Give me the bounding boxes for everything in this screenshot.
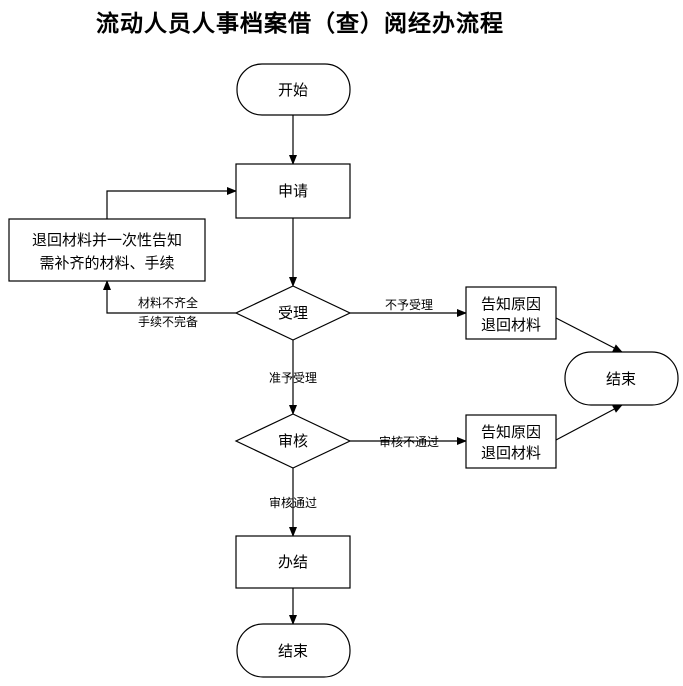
return-notice-line2: 需补齐的材料、手续 (39, 254, 174, 272)
edge-review-reject-end (555, 404, 623, 441)
end-bottom-label: 结束 (278, 642, 308, 660)
apply-label: 申请 (278, 182, 308, 200)
edge-label-not-accepted: 不予受理 (385, 298, 433, 312)
review-decision (234, 413, 352, 469)
edge-label-review-passed: 审核通过 (269, 495, 317, 510)
end-bottom-terminal (236, 623, 351, 678)
end-right-label: 结束 (606, 370, 636, 388)
complete-label: 办结 (278, 553, 308, 571)
return-notice-line1: 退回材料并一次性告知 (32, 231, 182, 249)
page-title: 流动人员人事档案借（查）阅经办流程 (96, 10, 504, 37)
edge-accept-return (103, 280, 236, 314)
review-reject-box (465, 414, 557, 469)
review-reject-line2: 退回材料 (481, 444, 541, 462)
accept-decision (234, 285, 352, 341)
start-terminal (236, 63, 351, 116)
return-notice-box (8, 218, 206, 282)
reject-notice-line2: 退回材料 (481, 316, 541, 334)
edge-label-accepted: 准予受理 (269, 371, 317, 385)
review-reject-line1: 告知原因 (481, 423, 541, 441)
edge-reject-end (555, 317, 623, 353)
edge-label-incomplete-1: 材料不齐全 (138, 295, 198, 310)
review-label: 审核 (278, 432, 308, 450)
end-right-terminal (564, 351, 679, 406)
apply-box (235, 163, 351, 219)
start-label: 开始 (278, 81, 308, 99)
accept-label: 受理 (278, 304, 308, 322)
complete-box (235, 535, 351, 589)
edge-label-review-failed: 审核不通过 (379, 434, 439, 449)
edge-return-apply (106, 187, 237, 219)
reject-notice-line1: 告知原因 (481, 295, 541, 313)
reject-notice-box (465, 286, 557, 340)
edge-label-incomplete-2: 手续不完备 (138, 314, 198, 329)
